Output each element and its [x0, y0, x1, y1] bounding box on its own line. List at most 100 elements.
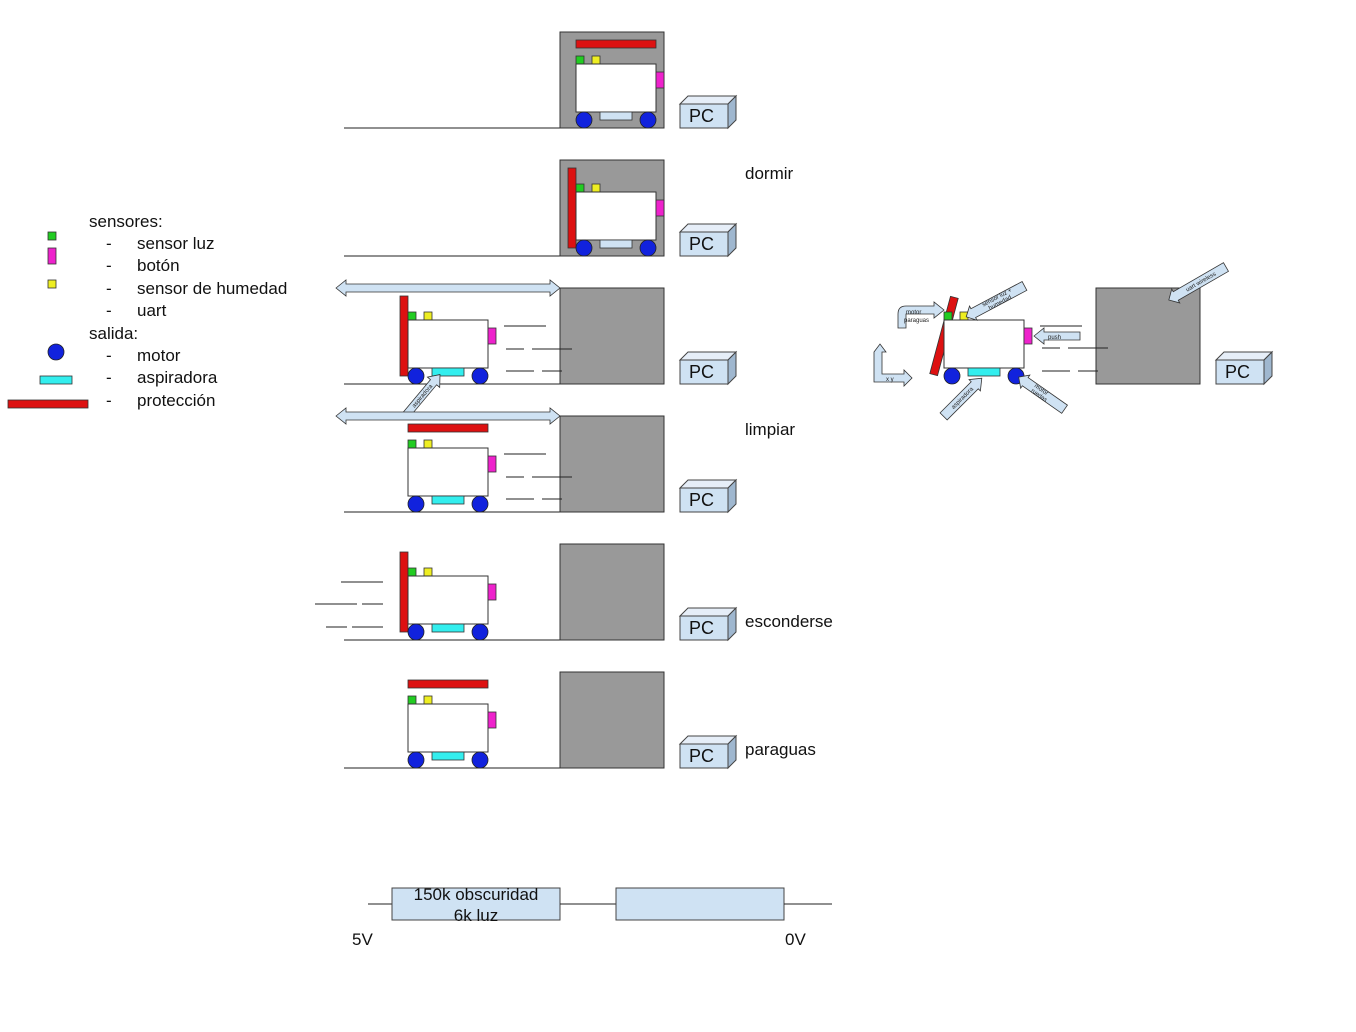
light-sensor [575, 183, 585, 193]
dock-wall [559, 415, 665, 513]
motion-lines [315, 581, 383, 628]
legend-dash: - [106, 234, 112, 253]
scene-paraguas: PC paraguas [344, 671, 816, 769]
motor-ruedas-arrow: motor ruedas [1018, 374, 1068, 414]
pc-label: PC [689, 106, 714, 126]
pc-label: PC [1225, 362, 1250, 382]
legend-dash: - [106, 301, 112, 320]
legend-sensor-humedad-swatch [47, 279, 57, 289]
motor-paraguas-arrow: motor paraguas [897, 301, 945, 329]
wheel [639, 239, 657, 257]
vacuum [431, 623, 465, 633]
vacuum [599, 239, 633, 249]
protection-bar [399, 551, 409, 633]
ldr-resistor [391, 887, 561, 921]
robot-body [943, 319, 1025, 369]
humidity-sensor [423, 567, 433, 577]
voltage-0v: 0V [785, 930, 806, 949]
scene-limpiar: PC limpiar [335, 407, 795, 513]
humidity-sensor [423, 311, 433, 321]
pc-label: PC [689, 490, 714, 510]
movement-arrow [335, 407, 561, 425]
button-sensor [487, 327, 497, 345]
protection-bar [407, 679, 489, 689]
voltage-5v: 5V [352, 930, 373, 949]
robot-body [407, 447, 489, 497]
legend-sensor-luz: sensor luz [137, 234, 214, 253]
vacuum [967, 367, 1001, 377]
wheel [471, 367, 489, 385]
legend-aspiradora: aspiradora [137, 368, 218, 387]
humidity-sensor [591, 55, 601, 65]
legend-output-header: salida: [89, 324, 138, 343]
sensor-luz-humedad-arrow: sensor luz + humedad [965, 280, 1028, 321]
button-sensor [487, 583, 497, 601]
legend-sensor-humedad: sensor de humedad [137, 279, 287, 298]
scene-cleaning-protected: PC aspiradora [335, 279, 737, 420]
fixed-resistor [615, 887, 785, 921]
state-label-limpiar: limpiar [745, 420, 795, 439]
humidity-sensor [591, 183, 601, 193]
legend-proteccion-swatch [7, 399, 89, 409]
robot-body [407, 319, 489, 369]
legend-sensors-header: sensores: [89, 212, 163, 231]
light-sensor [407, 311, 417, 321]
legend-dash: - [106, 279, 112, 298]
dock-wall [559, 671, 665, 769]
button-sensor [655, 199, 665, 217]
wheel [575, 239, 593, 257]
dock-wall [1095, 287, 1201, 385]
light-sensor [943, 311, 953, 321]
wheel [471, 623, 489, 641]
pc-label: PC [689, 234, 714, 254]
wheel [471, 751, 489, 769]
scene-esconderse: PC esconderse [315, 543, 833, 641]
legend-boton: botón [137, 256, 180, 275]
vacuum [431, 751, 465, 761]
humidity-sensor [423, 439, 433, 449]
state-label-dormir: dormir [745, 164, 794, 183]
wheel [407, 367, 425, 385]
legend-aspiradora-swatch [39, 375, 73, 385]
protection-bar [567, 167, 577, 249]
robot-body [575, 63, 657, 113]
legend-motor-swatch [47, 343, 65, 361]
legend-dash: - [106, 346, 112, 365]
vacuum [599, 111, 633, 121]
protection-bar [407, 423, 489, 433]
wheel [943, 367, 961, 385]
ldr-label-line1: 150k obscuridad [414, 885, 539, 904]
legend-sensor-luz-swatch [47, 231, 57, 241]
xy-axis-arrow: x y [873, 343, 913, 387]
robot-body [407, 703, 489, 753]
wheel [639, 111, 657, 129]
legend-proteccion: protección [137, 391, 215, 410]
light-sensor [407, 567, 417, 577]
legend-dash: - [106, 256, 112, 275]
wheel [575, 111, 593, 129]
protection-bar [399, 295, 409, 377]
legend-dash: - [106, 368, 112, 387]
protection-bar [575, 39, 657, 49]
push-arrow: push [1033, 327, 1081, 345]
wheel [471, 495, 489, 513]
state-label-esconderse: esconderse [745, 612, 833, 631]
vacuum [431, 495, 465, 505]
aspiradora-callout-label: aspiradora [411, 383, 434, 409]
voltage-divider-circuit: 150k obscuridad 6k luz 5V 0V [352, 885, 832, 949]
wheel [407, 751, 425, 769]
motor-paraguas-label-2: paraguas [904, 318, 929, 324]
robot-body [407, 575, 489, 625]
scene-docked-top: PC [344, 31, 737, 129]
dock-wall [559, 543, 665, 641]
pc-label: PC [689, 746, 714, 766]
pc-label: PC [689, 362, 714, 382]
pc-label: PC [689, 618, 714, 638]
motion-lines [504, 453, 572, 500]
light-sensor [407, 439, 417, 449]
legend: sensores: - sensor luz - botón - sensor … [7, 212, 287, 410]
humidity-sensor [423, 695, 433, 705]
movement-arrow [335, 279, 561, 297]
button-sensor [487, 455, 497, 473]
